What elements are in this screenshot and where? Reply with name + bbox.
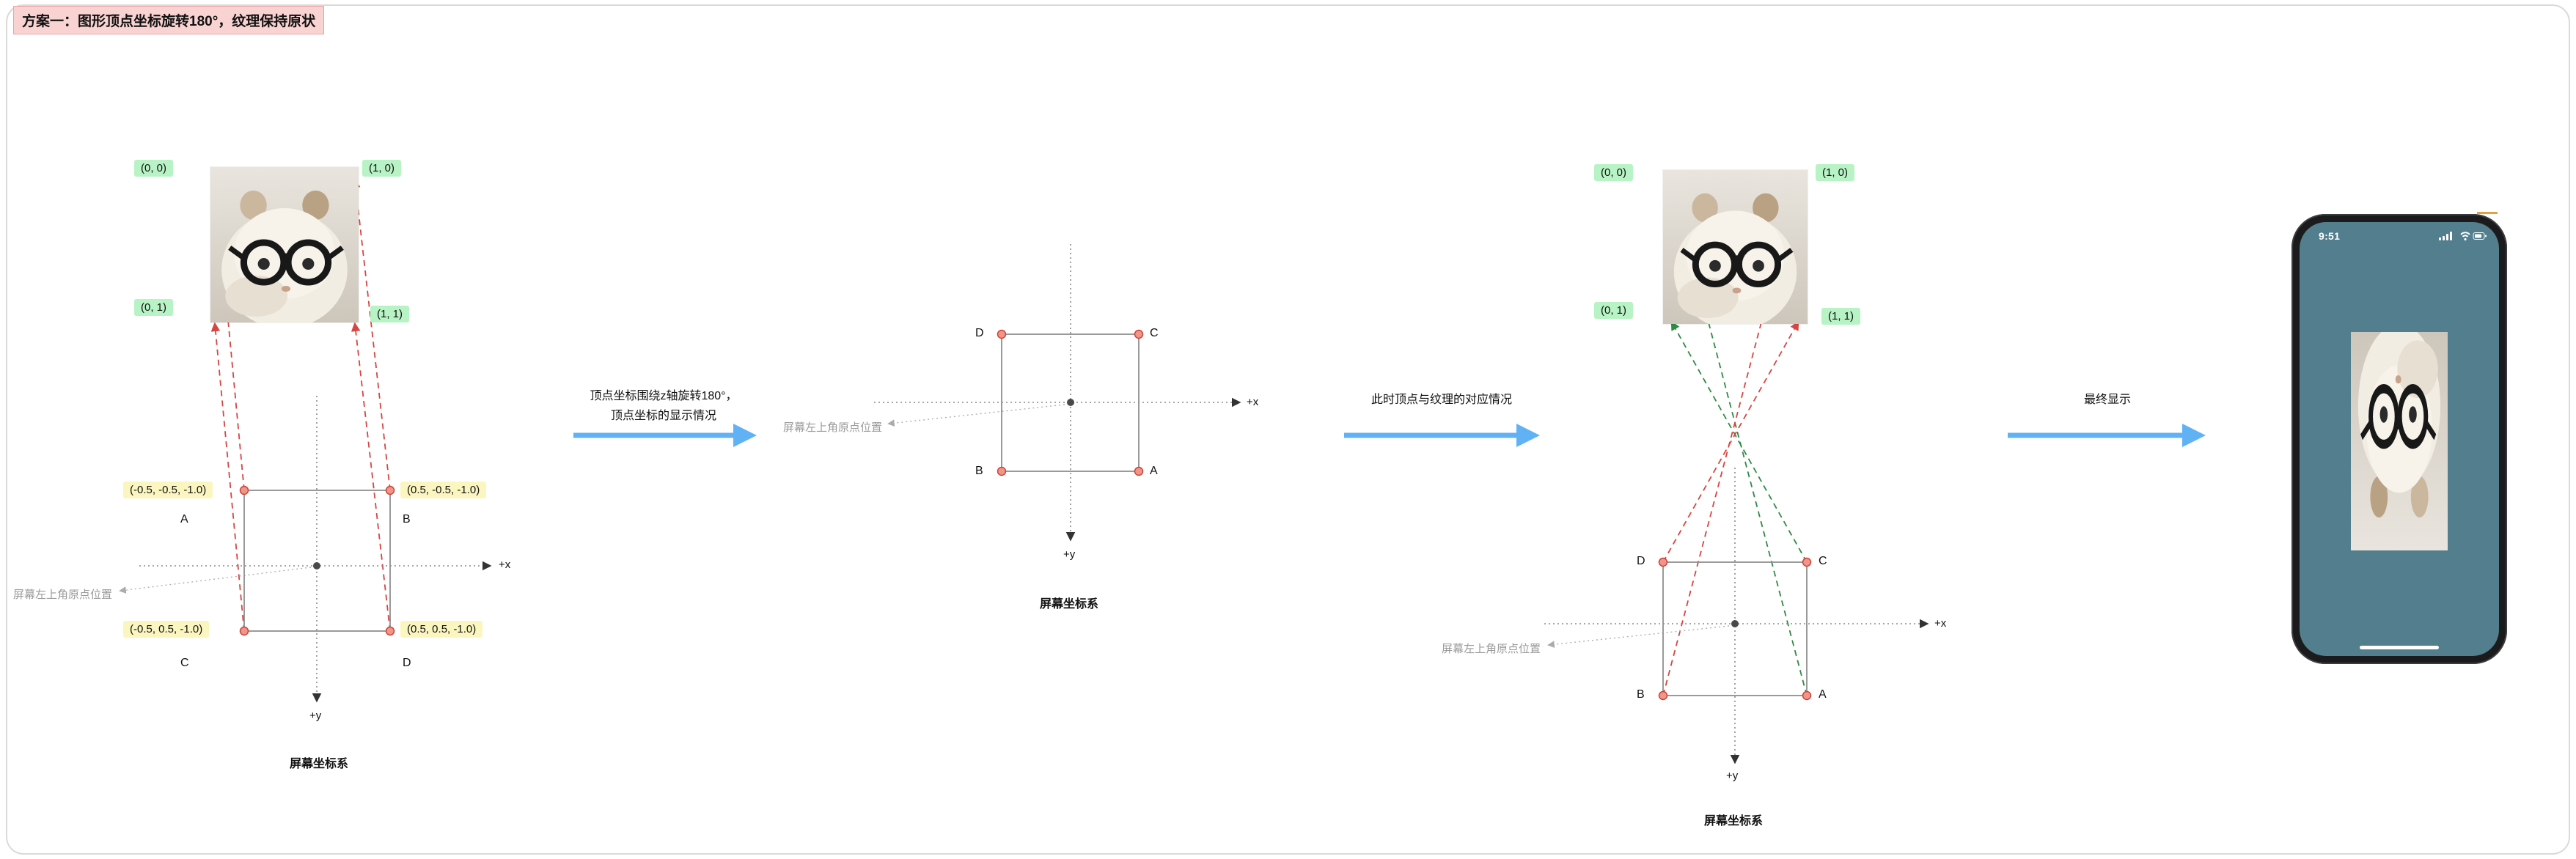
canvas-border <box>6 4 2570 855</box>
hamster-photo-svg <box>1663 170 1808 324</box>
tex-coord-badge-01: (0, 1) <box>134 299 174 316</box>
vertex-label-c: C <box>180 657 189 669</box>
annotation-mark <box>2477 212 2498 214</box>
vertex-label-a: A <box>180 513 188 526</box>
vertex-label-c: C <box>1819 555 1827 567</box>
x-axis-label: +x <box>499 558 511 571</box>
wifi-icon <box>2460 232 2470 241</box>
vertex-label-b: B <box>975 465 983 477</box>
d1-origin-pointer <box>119 567 312 594</box>
phone-mockup: 9:51 <box>2291 214 2507 664</box>
tex-coord-badge-11: (1, 1) <box>370 306 410 322</box>
texture-image-hamster-2 <box>1663 170 1808 324</box>
vertex-label-c: C <box>1150 327 1159 339</box>
d1-quad <box>243 490 391 632</box>
step1-arrow <box>573 424 757 447</box>
hamster-photo-svg <box>210 167 359 322</box>
battery-icon <box>2473 232 2487 240</box>
d2-vertex-dots <box>997 329 1144 476</box>
glasses-icon <box>1680 241 1794 287</box>
tex-coord-badge-00: (0, 0) <box>1594 164 1634 181</box>
d1-origin-dot <box>313 562 320 569</box>
d3-origin-dot <box>1731 620 1739 627</box>
vertex-label-d: D <box>1637 555 1645 567</box>
glasses-icon <box>228 239 344 286</box>
tex-coord-badge-11: (1, 1) <box>1821 308 1861 325</box>
texture-image-hamster-1 <box>210 167 359 322</box>
signal-icon <box>2439 232 2452 240</box>
tex-coord-badge-10: (1, 0) <box>1816 164 1855 181</box>
d3-vertex-dots <box>1658 557 1812 701</box>
vertex-label-a: A <box>1150 465 1158 477</box>
tex-coord-badge-01: (0, 1) <box>1594 302 1634 319</box>
phone-screen: 9:51 <box>2300 222 2499 656</box>
y-axis-label: +y <box>1726 770 1739 782</box>
x-axis-label: +x <box>1247 396 1259 408</box>
d2-origin-pointer <box>887 404 1065 427</box>
step1-description: 顶点坐标围绕z轴旋转180°， 顶点坐标的显示情况 <box>565 386 763 426</box>
d1-axes <box>139 396 492 703</box>
origin-annotation: 屏幕左上角原点位置 <box>13 589 113 601</box>
vertex-label-b: B <box>403 513 411 526</box>
vertex-label-b: B <box>1637 688 1645 701</box>
step3-arrow <box>2008 424 2206 447</box>
vertex-coord-badge-b: (0.5, -0.5, -1.0) <box>400 482 487 498</box>
coordinate-system-caption: 屏幕坐标系 <box>1704 815 1764 827</box>
d2-origin-dot <box>1067 399 1074 406</box>
step1-line2: 顶点坐标的显示情况 <box>610 410 716 422</box>
d2-quad <box>1001 333 1140 472</box>
glasses-icon <box>2360 383 2437 449</box>
rendered-texture-rotated <box>2351 332 2448 550</box>
coordinate-system-caption: 屏幕坐标系 <box>1040 598 1099 611</box>
status-bar-icons <box>2439 232 2487 241</box>
vertex-coord-badge-c: (-0.5, 0.5, -1.0) <box>123 621 210 638</box>
d2-axes <box>874 244 1241 542</box>
vertex-label-a: A <box>1819 688 1827 701</box>
origin-annotation: 屏幕左上角原点位置 <box>1442 643 1541 655</box>
status-bar-time: 9:51 <box>2319 230 2341 242</box>
step3-description: 最终显示 <box>2083 394 2131 406</box>
origin-annotation: 屏幕左上角原点位置 <box>783 421 883 434</box>
vertex-coord-badge-d: (0.5, 0.5, -1.0) <box>400 621 483 638</box>
d3-origin-pointer <box>1547 625 1730 649</box>
step2-description: 此时顶点与纹理的对应情况 <box>1370 394 1512 406</box>
step2-arrow <box>1344 424 1540 447</box>
y-axis-label: +y <box>1063 548 1076 561</box>
step1-line1: 顶点坐标围绕z轴旋转180°， <box>590 390 738 402</box>
tex-coord-badge-00: (0, 0) <box>134 160 174 177</box>
vertex-label-d: D <box>403 657 411 669</box>
vertex-label-d: D <box>975 327 984 339</box>
vertex-coord-badge-a: (-0.5, -0.5, -1.0) <box>123 482 213 498</box>
coordinate-system-caption: 屏幕坐标系 <box>290 758 349 770</box>
d3-quad <box>1662 561 1808 696</box>
d1-vertex-dots <box>239 485 395 636</box>
hamster-photo-svg <box>2351 332 2448 550</box>
d3-axes <box>1544 468 1929 764</box>
y-axis-label: +y <box>309 709 322 722</box>
page-title: 方案一：图形顶点坐标旋转180°，纹理保持原状 <box>13 6 325 34</box>
x-axis-label: +x <box>1934 617 1947 630</box>
home-indicator <box>2360 646 2439 649</box>
tex-coord-badge-10: (1, 0) <box>362 160 402 177</box>
